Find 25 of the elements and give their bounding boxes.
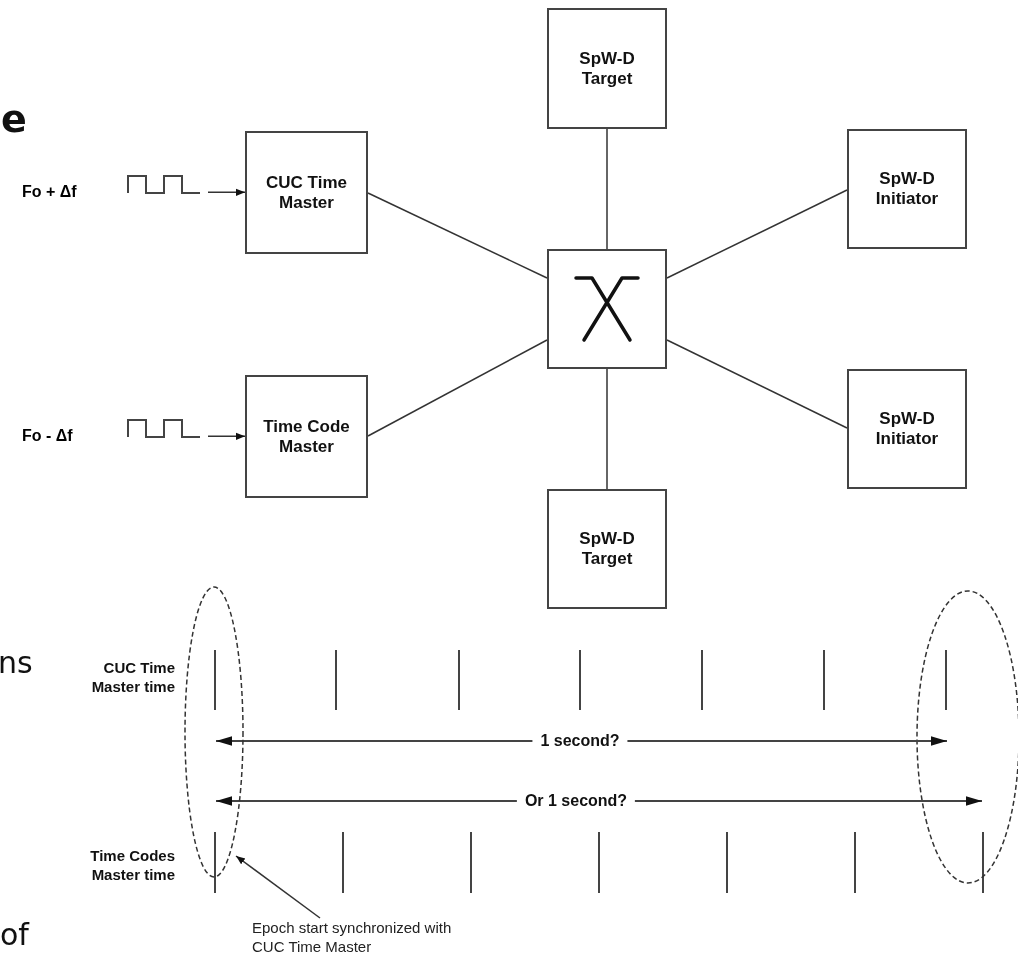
connector-line bbox=[367, 192, 548, 279]
signal-label: Fo - Δf bbox=[22, 427, 73, 445]
signal-label: Fo + Δf bbox=[22, 183, 77, 201]
cropped-body-text: ns bbox=[0, 644, 34, 682]
switch-box bbox=[547, 249, 667, 369]
time-code-master-box: Time Code Master bbox=[245, 375, 368, 498]
connector-line bbox=[606, 368, 608, 490]
cropped-heading-text: e bbox=[1, 96, 28, 143]
initiator-box: SpW-D Initiator bbox=[847, 129, 967, 249]
connector-line bbox=[606, 128, 608, 250]
row-label: Time Codes Master time bbox=[89, 847, 175, 885]
target-box: SpW-D Target bbox=[547, 489, 667, 609]
row-label: CUC Time Master time bbox=[90, 659, 175, 697]
callout-note: Epoch start synchronized with CUC Time Master bbox=[252, 918, 457, 960]
arrow bbox=[207, 188, 246, 196]
cropped-body-text: of bbox=[0, 916, 31, 954]
time-master-box: CUC Time Master bbox=[245, 131, 368, 254]
initiator-box: SpW-D Initiator bbox=[847, 369, 967, 489]
dashed-ellipse bbox=[184, 586, 244, 878]
leader-line bbox=[235, 855, 321, 919]
connector-line bbox=[666, 189, 848, 279]
target-box: SpW-D Target bbox=[547, 8, 667, 129]
connector-line bbox=[666, 339, 848, 429]
connector-line bbox=[367, 339, 548, 437]
arrow bbox=[207, 432, 246, 440]
